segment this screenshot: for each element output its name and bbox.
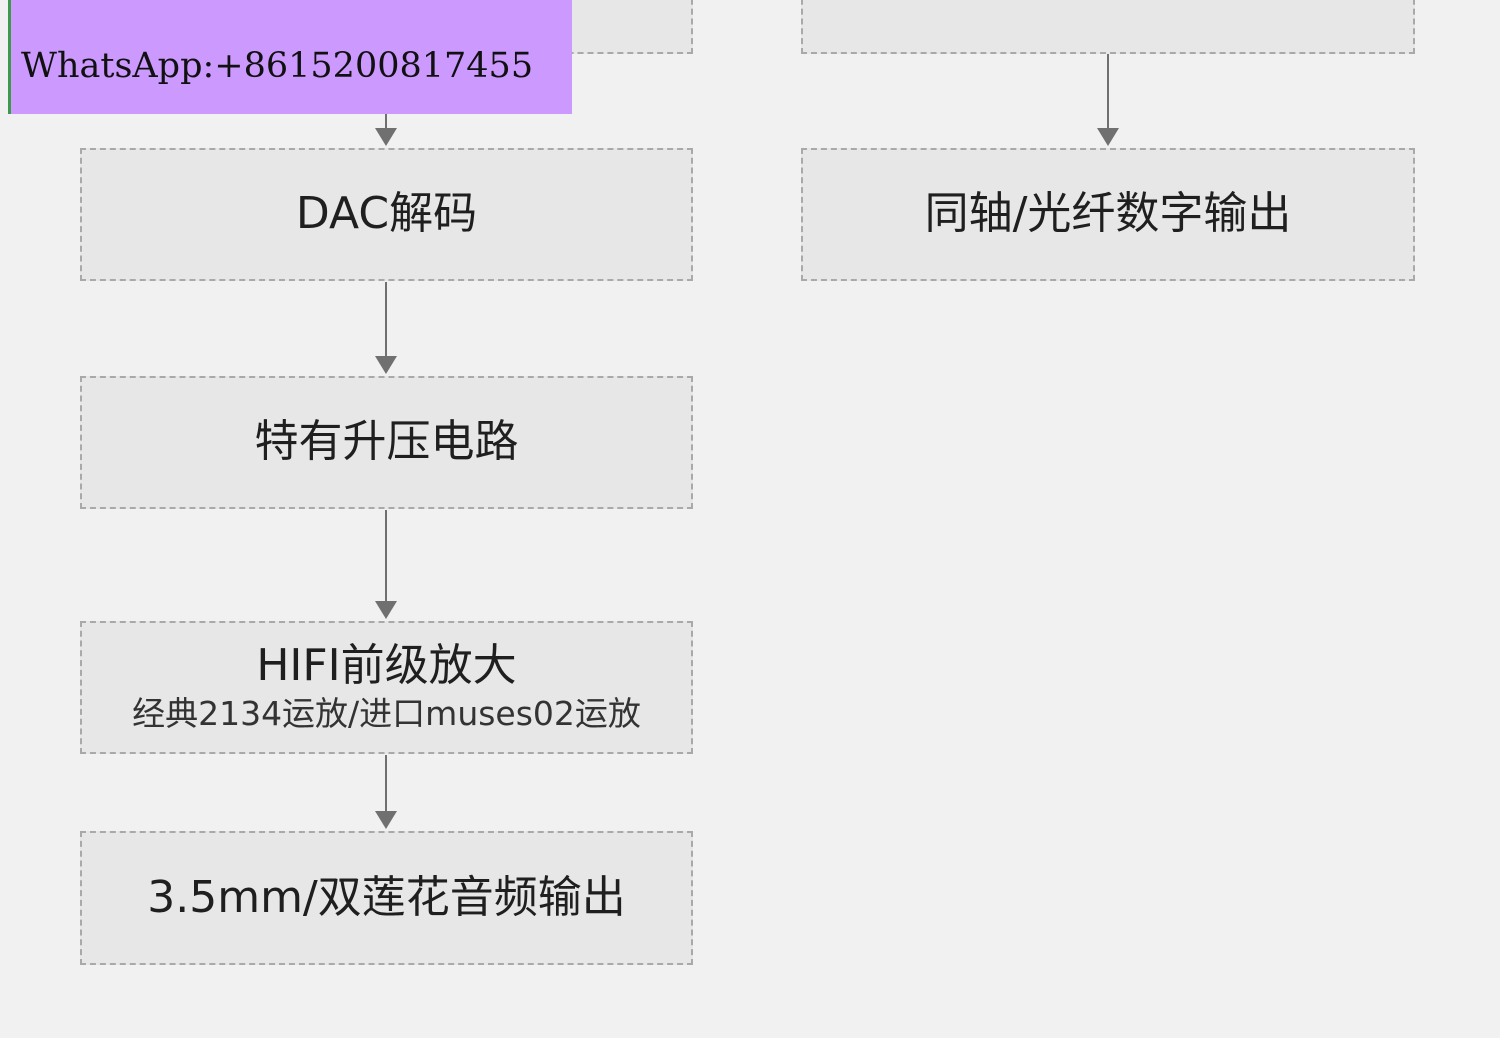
connector-boost-to-preamp bbox=[375, 510, 397, 619]
flow-node-dac-decoding: DAC解码 bbox=[80, 148, 693, 281]
flow-node-hifi-preamp: HIFI前级放大 经典2134运放/进口muses02运放 bbox=[80, 621, 693, 754]
flow-node-audio-output: 3.5mm/双莲花音频输出 bbox=[80, 831, 693, 965]
flow-node-label: 同轴/光纤数字输出 bbox=[924, 188, 1292, 240]
contact-watermark: WhatsApp:+8615200817455 bbox=[8, 0, 572, 114]
flow-node-label: DAC解码 bbox=[295, 188, 478, 240]
connector-right-top-to-optical bbox=[1097, 54, 1119, 146]
watermark-text: WhatsApp:+8615200817455 bbox=[21, 46, 534, 86]
flow-node-label: 3.5mm/双莲花音频输出 bbox=[147, 871, 626, 923]
flow-node-digital-output: 同轴/光纤数字输出 bbox=[801, 148, 1415, 281]
connector-preamp-to-output bbox=[375, 755, 397, 829]
connector-top-to-dac bbox=[375, 114, 397, 146]
flow-node-right-top-partial bbox=[801, 0, 1415, 54]
flow-node-boost-circuit: 特有升压电路 bbox=[80, 376, 693, 509]
connector-dac-to-boost bbox=[375, 282, 397, 374]
flow-node-sublabel: 经典2134运放/进口muses02运放 bbox=[132, 693, 641, 733]
flow-node-label: HIFI前级放大 bbox=[256, 640, 517, 692]
flow-node-label: 特有升压电路 bbox=[254, 416, 519, 468]
